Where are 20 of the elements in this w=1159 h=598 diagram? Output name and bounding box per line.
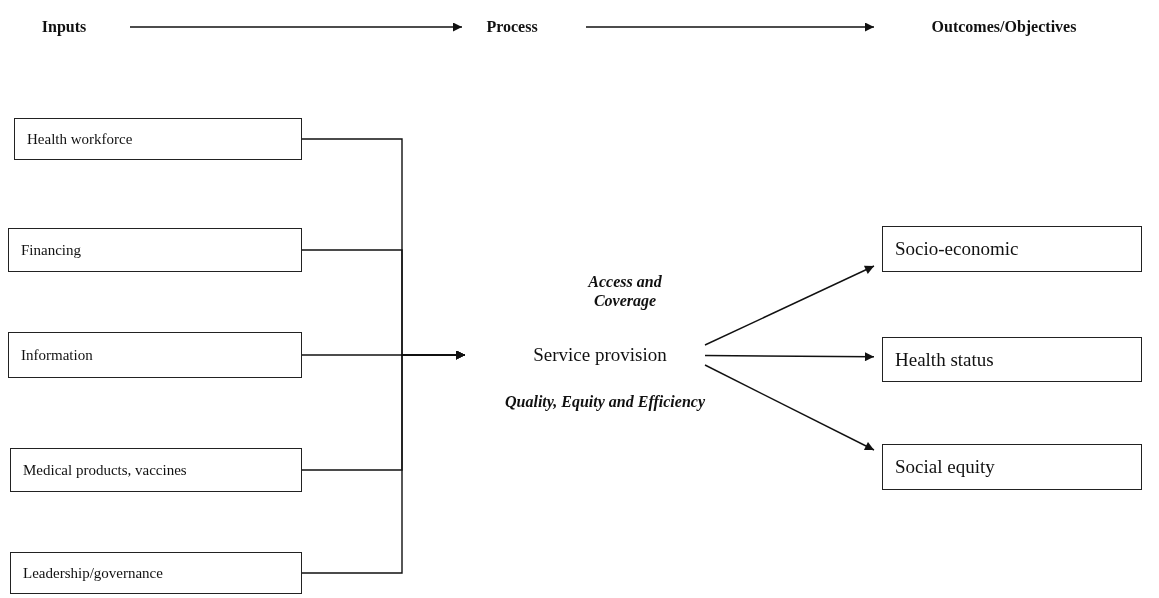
text-box: Financing <box>8 228 302 272</box>
text-label: Outcomes/Objectives <box>880 16 1128 38</box>
arrow <box>301 350 466 574</box>
text-box: Information <box>8 332 302 378</box>
text-box: Social equity <box>882 444 1142 490</box>
text-label: Service provision <box>495 342 705 368</box>
text-box: Health status <box>882 337 1142 382</box>
text-box: Health workforce <box>14 118 302 160</box>
arrow <box>704 265 875 346</box>
text-box: Leadership/governance <box>10 552 302 594</box>
arrow <box>129 22 463 32</box>
arrow <box>704 352 875 362</box>
text-box: Socio-economic <box>882 226 1142 272</box>
arrow <box>585 22 875 32</box>
arrow <box>704 364 875 451</box>
annotation-text: Access and Coverage <box>586 272 663 311</box>
text-label: Inputs <box>28 16 100 38</box>
text-box: Medical products, vaccines <box>10 448 302 492</box>
annotation-text: Quality, Equity and Efficiency <box>504 392 706 412</box>
text-label: Process <box>468 16 556 38</box>
